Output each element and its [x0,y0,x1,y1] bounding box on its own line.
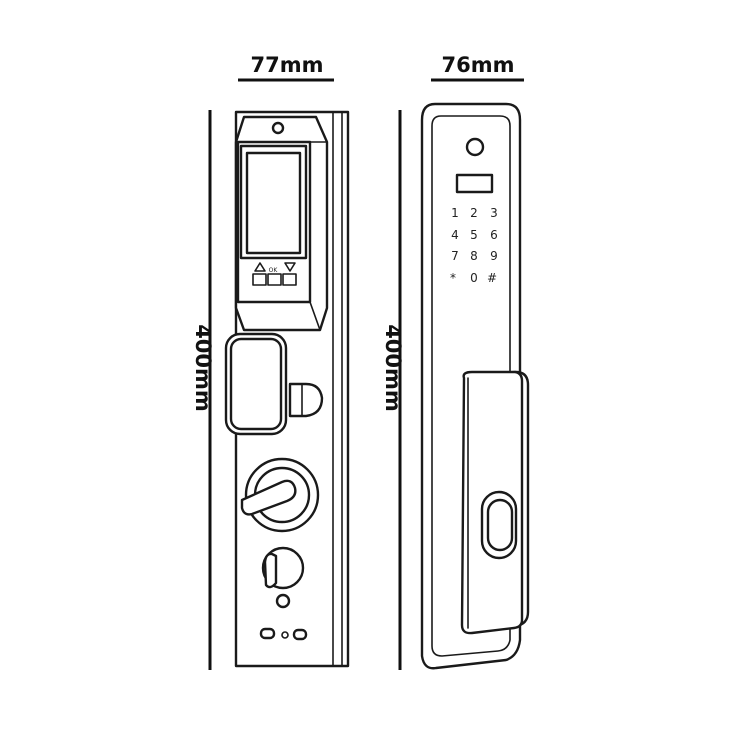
handle-spindle [288,382,324,418]
key-star[interactable]: * [450,271,456,285]
bottom-pin [281,631,289,639]
side-width-label: 76mm [442,53,515,77]
front-height-label: 400mm [191,324,215,412]
keypad: 1 2 3 4 5 6 7 8 9 * 0 # [450,206,498,285]
keypad-lock-faceplate [431,115,511,657]
keypad-lock: 1 2 3 4 5 6 7 8 9 * 0 # [420,102,530,670]
camera-lens [465,137,485,157]
key-6[interactable]: 6 [490,228,498,242]
fingerprint-sensor[interactable] [486,498,514,552]
fingerprint-sensor-bezel [480,490,518,560]
key-3[interactable]: 3 [490,206,498,220]
triangle-up-icon [254,262,266,272]
key-2[interactable]: 2 [470,206,478,220]
front-lock-head-housing [234,115,329,332]
key-4[interactable]: 4 [451,228,459,242]
key-9[interactable]: 9 [490,249,498,263]
side-height-label: 400mm [381,324,405,412]
front-camera-lens [271,121,285,135]
display-frame [239,144,308,260]
key-5[interactable]: 5 [470,228,478,242]
key-cylinder-turn[interactable] [263,552,278,589]
side-width-dimension: 76mm [431,53,524,82]
bottom-slot-right [292,628,308,641]
knob-thumb-turn[interactable] [240,479,297,516]
triangle-down-icon [284,262,296,272]
key-1[interactable]: 1 [451,206,459,220]
down-button[interactable] [282,273,297,286]
card-reader [455,173,494,194]
key-cylinder-ring [261,546,305,590]
key-hash[interactable]: # [487,271,497,285]
front-height-dimension: 400mm [191,110,215,670]
front-width-dimension: 77mm [238,53,334,82]
front-handle[interactable] [224,332,288,436]
front-handle-inner [229,337,283,431]
mechanical-knob-ring [244,457,320,533]
key-7[interactable]: 7 [451,249,459,263]
front-lock: OK [224,110,350,668]
ok-button[interactable] [267,273,282,286]
side-height-dimension: 400mm [381,110,405,670]
front-width-label: 77mm [251,53,324,77]
keypad-lock-body [420,102,522,670]
key-0[interactable]: 0 [470,271,478,285]
up-button[interactable] [252,273,267,286]
bottom-slot-left [259,627,276,640]
screw-hole [275,593,291,609]
front-lock-head-panel [236,140,312,304]
key-8[interactable]: 8 [470,249,478,263]
display-screen [245,151,302,255]
ok-label: OK [269,267,279,274]
